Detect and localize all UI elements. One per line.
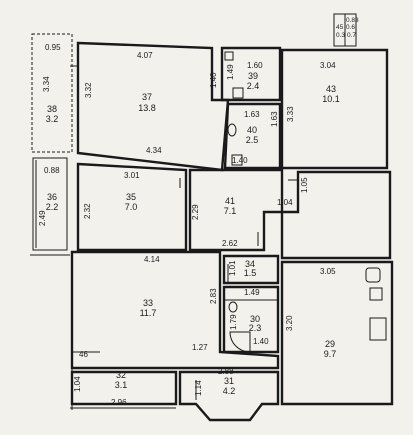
dimension-label: 1.49 bbox=[244, 288, 260, 297]
toilet-icon bbox=[231, 154, 243, 166]
dimension-label: 1.63 bbox=[244, 110, 260, 119]
room-33-number: 33 bbox=[143, 298, 153, 308]
wall-room39-outline bbox=[220, 46, 282, 102]
wall-room30-outline bbox=[222, 285, 280, 354]
balcony-36 bbox=[32, 157, 68, 251]
wall-room41-outline bbox=[188, 168, 284, 252]
walls bbox=[70, 41, 394, 422]
wall-room35-outline bbox=[76, 162, 188, 252]
toilet-bowl-icon bbox=[228, 301, 238, 313]
dimension-label: 0.83 bbox=[346, 17, 359, 24]
dimension-label: 3.20 bbox=[285, 315, 294, 331]
dimension-label: 1.63 bbox=[270, 111, 279, 127]
dimension-label: 2.32 bbox=[83, 203, 92, 219]
dimension-label: 2.88 bbox=[218, 367, 234, 376]
dimension-labels: 0.95 4.07 1.60 3.04 3.34 3.32 1.40 1.49 … bbox=[38, 17, 359, 407]
room-39-area: 2.4 bbox=[247, 81, 260, 91]
room-35-area: 7.0 bbox=[125, 202, 138, 212]
dimension-label: 1.40 bbox=[253, 337, 269, 346]
room-31-number: 31 bbox=[224, 376, 234, 386]
dimension-label: 0.6 bbox=[346, 24, 355, 31]
room-35-number: 35 bbox=[126, 192, 136, 202]
wall-room31-outline bbox=[178, 370, 280, 422]
room-36-number: 36 bbox=[47, 192, 57, 202]
dimension-label: 3.34 bbox=[42, 76, 51, 92]
dimension-label: 3.32 bbox=[84, 82, 93, 98]
dimension-label: 1.01 bbox=[228, 260, 237, 276]
wall-room34-outline bbox=[222, 254, 280, 285]
room-29-area: 9.7 bbox=[324, 349, 337, 359]
sink-icon bbox=[224, 51, 234, 61]
wall-room40-outline bbox=[223, 102, 282, 170]
room-36-area: 2.2 bbox=[46, 202, 59, 212]
dimension-label: 1.40 bbox=[232, 156, 248, 165]
dimension-label: 2.83 bbox=[209, 288, 218, 304]
dimension-label: 0.95 bbox=[45, 43, 61, 52]
room-41-area: 7.1 bbox=[224, 206, 237, 216]
toilet-bowl-icon bbox=[227, 123, 237, 137]
dimension-label: 0.88 bbox=[44, 166, 60, 175]
room-43-area: 10.1 bbox=[322, 94, 340, 104]
dimension-label: 1.04 bbox=[277, 198, 293, 207]
dimension-label: 46 bbox=[79, 350, 88, 359]
dimension-label: 1.14 bbox=[194, 380, 203, 396]
sink-icon bbox=[369, 287, 383, 301]
dimension-label: 2.62 bbox=[222, 239, 238, 248]
dimension-label: 2.96 bbox=[111, 398, 127, 407]
wall-room43-outline bbox=[280, 48, 389, 170]
shower-icon bbox=[229, 331, 251, 353]
dimension-label: 2.49 bbox=[38, 210, 47, 226]
dimension-label: 4.34 bbox=[146, 146, 162, 155]
room-32-area: 3.1 bbox=[115, 380, 128, 390]
fixtures bbox=[224, 51, 387, 353]
toilet-icon bbox=[232, 87, 244, 99]
room-32-number: 32 bbox=[116, 370, 126, 380]
room-37-area: 13.8 bbox=[138, 103, 156, 113]
room-30-area: 2.3 bbox=[249, 323, 262, 333]
dimension-label: 1.05 bbox=[300, 177, 309, 193]
dimension-label: 4.14 bbox=[144, 255, 160, 264]
room-34-area: 1.5 bbox=[244, 268, 257, 278]
detail-lines bbox=[30, 65, 298, 410]
dimension-label: 1.49 bbox=[226, 64, 235, 80]
dimension-label: 4.07 bbox=[137, 51, 153, 60]
room-43-number: 43 bbox=[326, 84, 336, 94]
dimension-label: 1.27 bbox=[192, 343, 208, 352]
dimension-label: 1.04 bbox=[73, 376, 82, 392]
dimension-label: 45 bbox=[336, 24, 344, 31]
room-34-number: 34 bbox=[245, 259, 255, 269]
room-31-area: 4.2 bbox=[223, 386, 236, 396]
balconies bbox=[31, 13, 357, 251]
room-33-area: 11.7 bbox=[140, 308, 157, 318]
room-labels: 37 13.8 39 2.4 40 2.5 43 10.1 38 3.2 36 … bbox=[46, 71, 340, 396]
room-38-number: 38 bbox=[47, 104, 57, 114]
sink-icon bbox=[365, 267, 381, 283]
dimension-label: 3.01 bbox=[124, 171, 140, 180]
dimension-label: 1.60 bbox=[247, 61, 263, 70]
dimension-label: 3.04 bbox=[320, 61, 336, 70]
dimension-label: 3.05 bbox=[320, 267, 336, 276]
dimension-label: 1.79 bbox=[229, 314, 238, 330]
dimension-label: 0.3 bbox=[336, 32, 345, 39]
room-37-number: 37 bbox=[142, 92, 152, 102]
wall-corridor-outline bbox=[280, 170, 392, 260]
wall-room29-outline bbox=[280, 260, 394, 406]
dimension-label: 1.40 bbox=[209, 72, 218, 88]
balcony-38 bbox=[31, 33, 73, 153]
stove-icon bbox=[369, 317, 387, 341]
room-40-number: 40 bbox=[247, 125, 257, 135]
room-38-area: 3.2 bbox=[46, 114, 59, 124]
dimension-label: 2.29 bbox=[191, 204, 200, 220]
dimension-label: 3.33 bbox=[286, 106, 295, 122]
room-40-area: 2.5 bbox=[246, 135, 259, 145]
dimension-label: 0.7 bbox=[347, 32, 356, 39]
room-41-number: 41 bbox=[225, 196, 235, 206]
room-39-number: 39 bbox=[248, 71, 258, 81]
room-30-number: 30 bbox=[250, 314, 260, 324]
room-29-number: 29 bbox=[325, 339, 335, 349]
